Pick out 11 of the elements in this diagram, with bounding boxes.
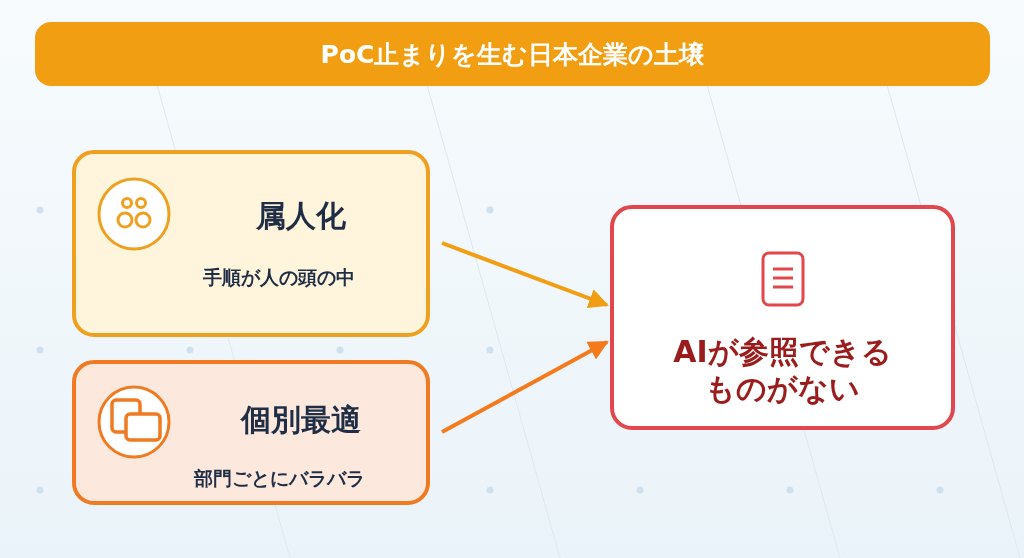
result-text: AIが参照できるものがない xyxy=(672,334,893,408)
result-box xyxy=(610,205,955,430)
category-heading: 個別最適 xyxy=(239,401,362,439)
category-description: 部門ごとにバラバラ xyxy=(192,466,366,491)
title: PoC止まりを生む日本企業の土壌 xyxy=(320,38,705,71)
category-box xyxy=(72,150,430,337)
category-heading: 属人化 xyxy=(255,197,347,235)
arrow xyxy=(441,241,609,309)
category-description: 手順が人の頭の中 xyxy=(202,265,356,290)
category-box xyxy=(72,360,430,505)
arrow xyxy=(441,340,609,434)
